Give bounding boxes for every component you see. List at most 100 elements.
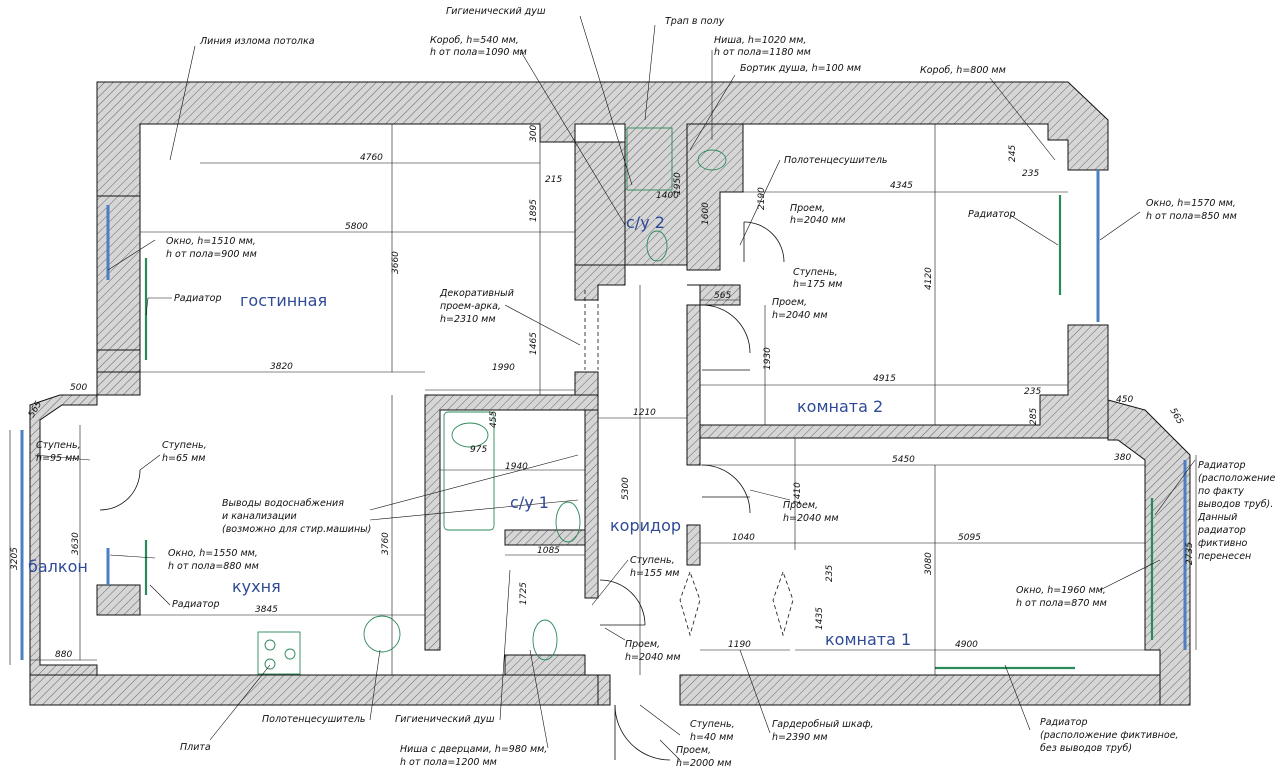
dim-5800: 5800 bbox=[345, 222, 368, 232]
note-win4-a: Окно, h=1960 мм, bbox=[1016, 585, 1106, 596]
dim-235b: 235 bbox=[1024, 387, 1041, 397]
dim-455: 455 bbox=[489, 411, 499, 428]
note-win4-b: h от пола=870 мм bbox=[1016, 598, 1107, 609]
note-towel-top: Полотенцесушитель bbox=[784, 155, 888, 166]
note-step-bath2-a: Ступень, bbox=[793, 267, 838, 278]
dim-3760: 3760 bbox=[381, 532, 391, 555]
dim-450: 450 bbox=[1116, 395, 1133, 405]
wall-bath1-right bbox=[584, 409, 599, 599]
wall-bath1-bottom bbox=[504, 654, 586, 676]
leaders bbox=[34, 15, 1196, 761]
windows bbox=[20, 170, 1187, 660]
dim-3845: 3845 bbox=[255, 605, 278, 615]
dim-4345: 4345 bbox=[890, 181, 913, 191]
dim-1930: 1930 bbox=[763, 347, 773, 370]
note-win3-b: h от пола=880 мм bbox=[168, 561, 259, 572]
note-wardrobe-a: Гардеробный шкаф, bbox=[772, 719, 874, 730]
bath1-sink bbox=[451, 422, 489, 448]
note-win2-a: Окно, h=1570 мм, bbox=[1146, 198, 1236, 209]
wall-room2-room1 bbox=[699, 324, 1109, 439]
wall-bath2-right bbox=[686, 123, 744, 271]
note-rad-r1-b: (расположение bbox=[1198, 473, 1275, 484]
fixtures bbox=[257, 127, 727, 675]
wall-balcony-top bbox=[29, 394, 98, 676]
note-arch-b: проем-арка, bbox=[440, 301, 501, 312]
bath2-basin bbox=[697, 149, 727, 171]
dim-4760: 4760 bbox=[360, 153, 383, 163]
note-rad-bottom-b: (расположение фиктивное, bbox=[1040, 730, 1179, 741]
dim-1895: 1895 bbox=[529, 199, 539, 222]
note-win3-a: Окно, h=1550 мм, bbox=[168, 548, 258, 559]
note-win1-a: Окно, h=1510 мм, bbox=[166, 236, 256, 247]
note-opening-entry-b: h=2000 мм bbox=[676, 758, 732, 769]
note-towel-bottom: Полотенцесушитель bbox=[262, 714, 366, 725]
note-hyg-shower-top: Гигиенический душ bbox=[446, 6, 546, 17]
bathtub bbox=[443, 411, 495, 531]
note-shower-rim: Бортик душа, h=100 мм bbox=[740, 63, 861, 74]
dim-1400: 1400 bbox=[656, 191, 679, 201]
dim-565a: 565 bbox=[714, 291, 731, 301]
wall-corridor-right bbox=[686, 304, 701, 466]
note-step-kitchen-a: Ступень, bbox=[162, 440, 207, 451]
wall-living-bath2 bbox=[574, 141, 626, 266]
radiators bbox=[144, 195, 1154, 670]
note-water-a: Выводы водоснабжения bbox=[222, 498, 344, 509]
wall-bottom-entry bbox=[597, 674, 611, 706]
note-opening-bath1-a: Проем, bbox=[625, 639, 660, 650]
room-2-label: комната 2 bbox=[797, 397, 883, 416]
dim-1465: 1465 bbox=[529, 332, 539, 355]
note-box2: Короб, h=800 мм bbox=[920, 65, 1006, 76]
dim-500: 500 bbox=[70, 383, 87, 393]
bath1-toilet bbox=[532, 619, 558, 661]
doors bbox=[99, 221, 794, 761]
room-balcony-label: балкон bbox=[28, 557, 88, 576]
note-step-bath2-b: h=175 мм bbox=[793, 279, 842, 290]
dim-4900: 4900 bbox=[955, 640, 978, 650]
note-step-balc-a: Ступень, bbox=[36, 440, 81, 451]
dim-3205: 3205 bbox=[10, 547, 20, 570]
note-opening-bath2-a: Проем, bbox=[790, 203, 825, 214]
note-opening-r2-b: h=2040 мм bbox=[772, 310, 828, 321]
note-niche-doors-b: h от пола=1200 мм bbox=[400, 757, 497, 768]
bath2-toilet bbox=[646, 230, 668, 262]
note-rad-r1-d: выводов труб). bbox=[1198, 499, 1273, 510]
dim-1410: 1410 bbox=[793, 482, 803, 505]
note-rad-r1-c: по факту bbox=[1198, 486, 1244, 497]
dim-1210: 1210 bbox=[633, 408, 656, 418]
note-opening-r1-b: h=2040 мм bbox=[783, 513, 839, 524]
note-rad-r1-g: фиктивно bbox=[1198, 538, 1248, 549]
note-win1-b: h от пола=900 мм bbox=[166, 249, 257, 260]
wall-kitchen-bath1 bbox=[424, 394, 599, 651]
note-box1-b: h от пола=1090 мм bbox=[430, 47, 527, 58]
dim-245: 245 bbox=[1008, 145, 1018, 162]
note-water-c: (возможно для стир.машины) bbox=[222, 524, 371, 535]
dimension-lines bbox=[9, 124, 1197, 675]
dim-5450: 5450 bbox=[892, 455, 915, 465]
kitchen-sink bbox=[363, 615, 401, 653]
dim-1190: 1190 bbox=[728, 640, 751, 650]
note-rad-r1-a: Радиатор bbox=[1198, 460, 1246, 471]
note-step-balc-b: h=95 мм bbox=[36, 453, 79, 464]
wall-bottom-right bbox=[679, 674, 1191, 706]
wall-right-bay bbox=[1107, 399, 1191, 706]
note-opening-bath1-b: h=2040 мм bbox=[625, 652, 681, 663]
dim-880: 880 bbox=[55, 650, 72, 660]
bath-1-label: с/у 1 bbox=[510, 493, 549, 512]
dim-565c: 565 bbox=[1167, 407, 1184, 427]
walls bbox=[29, 81, 1191, 706]
note-opening-r1-a: Проем, bbox=[783, 500, 818, 511]
note-floor-drain: Трап в полу bbox=[665, 16, 725, 27]
dim-4120: 4120 bbox=[924, 267, 934, 290]
note-rad-room2: Радиатор bbox=[968, 209, 1016, 220]
dim-5300: 5300 bbox=[621, 477, 631, 500]
room-living-label: гостинная bbox=[240, 291, 327, 310]
note-rad-r1-e: Данный bbox=[1197, 512, 1237, 523]
dim-975: 975 bbox=[470, 445, 487, 455]
note-step-entry-b: h=40 мм bbox=[690, 732, 733, 743]
dim-3080: 3080 bbox=[924, 552, 934, 575]
dim-3820: 3820 bbox=[270, 362, 293, 372]
wall-arch-pier bbox=[574, 264, 626, 301]
dimension-texts: 4760 5800 3660 300 215 1895 1465 1950 14… bbox=[10, 125, 1195, 660]
note-water-b: и канализации bbox=[222, 511, 297, 522]
note-niche-a: Ниша, h=1020 мм, bbox=[714, 35, 806, 46]
